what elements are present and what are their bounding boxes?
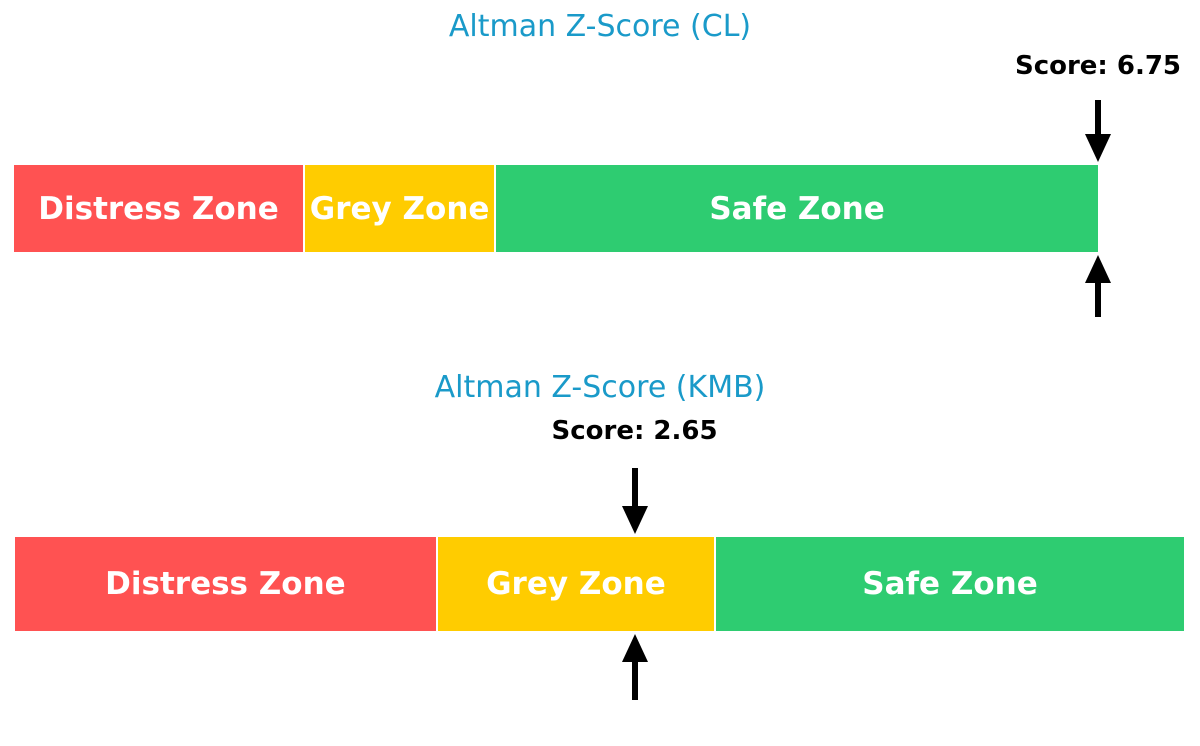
- score-arrow-up-icon: [1085, 255, 1111, 317]
- arrow-shaft: [1095, 100, 1101, 136]
- safe-zone: Safe Zone: [494, 165, 1098, 252]
- arrow-shaft: [631, 660, 638, 700]
- chart-title: Altman Z-Score (CL): [448, 9, 752, 44]
- arrow-head: [1085, 255, 1111, 283]
- safe-zone: Safe Zone: [714, 537, 1184, 631]
- chart-title: Altman Z-Score (KMB): [434, 370, 766, 405]
- distress-zone: Distress Zone: [15, 537, 436, 631]
- score-arrow-down-icon: [1085, 100, 1111, 162]
- zone-bar: Distress Zone Grey Zone Safe Zone: [15, 537, 1184, 631]
- safe-zone-label: Safe Zone: [862, 566, 1038, 602]
- grey-zone: Grey Zone: [303, 165, 495, 252]
- score-arrow-down-icon: [621, 468, 648, 534]
- grey-zone-label: Grey Zone: [309, 190, 490, 227]
- arrow-head: [621, 634, 648, 662]
- distress-zone-label: Distress Zone: [38, 190, 279, 227]
- arrow-head: [621, 506, 648, 534]
- safe-zone-label: Safe Zone: [709, 190, 885, 227]
- arrow-shaft: [1095, 281, 1101, 317]
- grey-zone-label: Grey Zone: [486, 566, 666, 602]
- grey-zone: Grey Zone: [435, 537, 715, 631]
- score-label: Score: 6.75: [1014, 51, 1182, 81]
- distress-zone-label: Distress Zone: [105, 566, 346, 602]
- arrow-shaft: [631, 468, 638, 508]
- distress-zone: Distress Zone: [14, 165, 304, 252]
- zone-bar: Distress Zone Grey Zone Safe Zone: [14, 165, 1098, 252]
- score-arrow-up-icon: [621, 634, 648, 700]
- score-label: Score: 2.65: [551, 416, 718, 446]
- arrow-head: [1085, 134, 1111, 162]
